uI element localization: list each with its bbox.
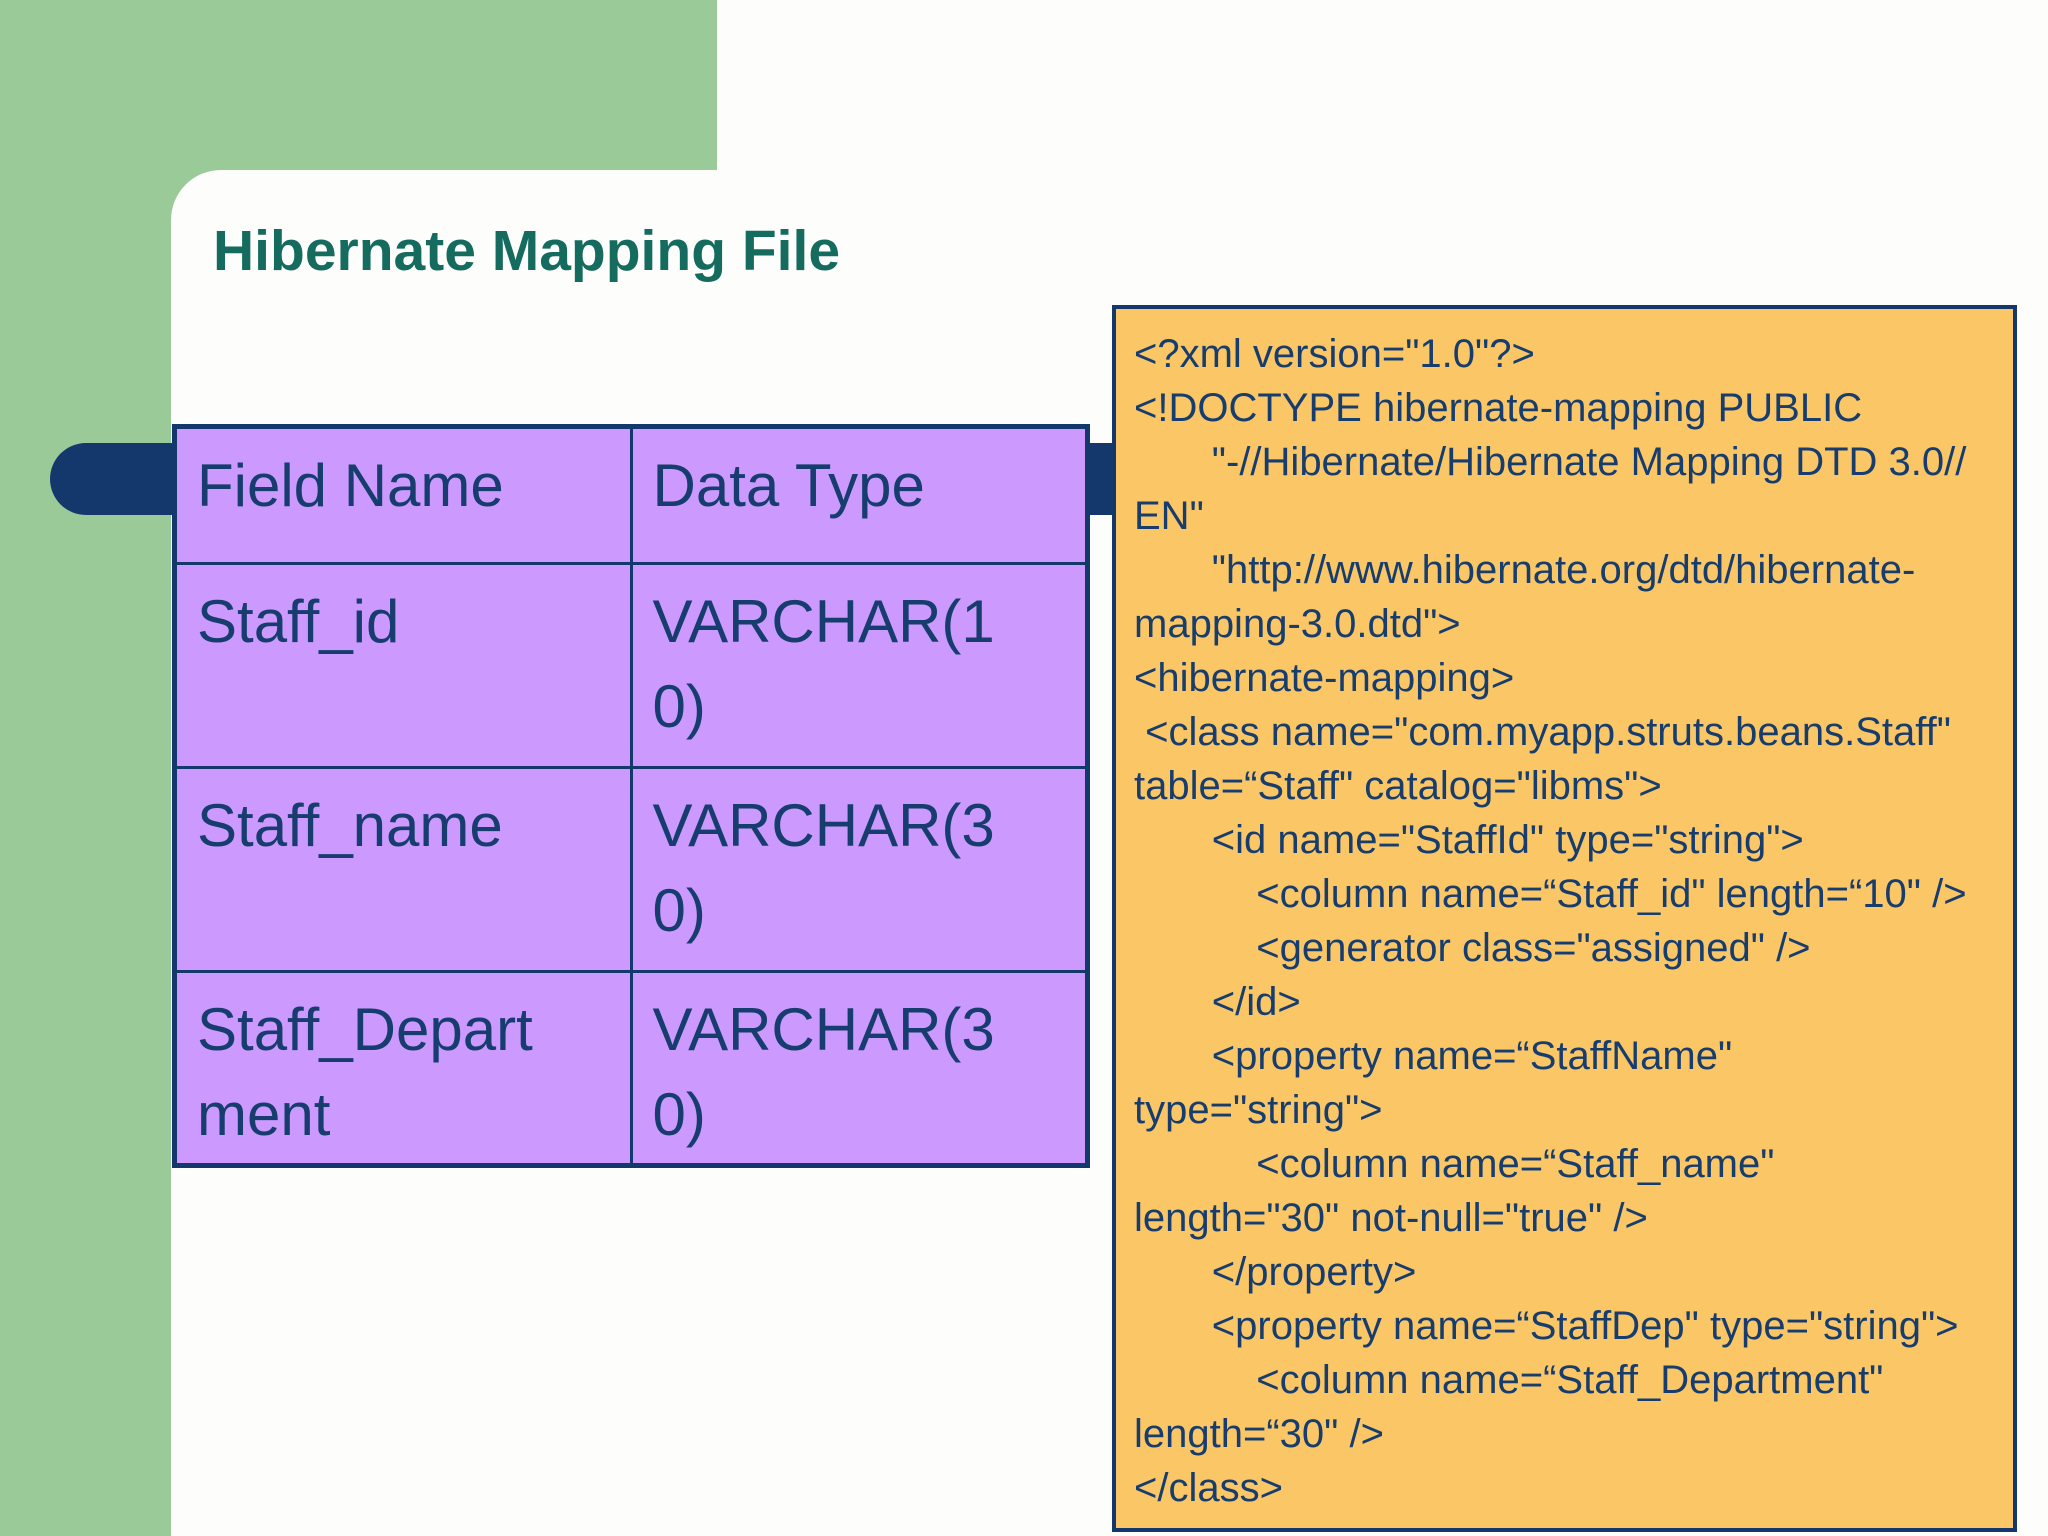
- code-line: <column name=“Staff_name": [1134, 1142, 1775, 1186]
- code-line: length="30" not-null="true" />: [1134, 1196, 1648, 1240]
- code-line: "http://www.hibernate.org/dtd/hibernate-: [1134, 548, 1916, 592]
- page-title: Hibernate Mapping File: [213, 219, 841, 283]
- table-cell-field-staff-name: Staff_name: [177, 769, 630, 970]
- code-line: <column name=“Staff_Department": [1134, 1358, 1884, 1402]
- code-line: <id name="StaffId" type="string">: [1134, 818, 1804, 862]
- field-table: Field Name Data Type Staff_id VARCHAR(1 …: [172, 424, 1090, 1168]
- code-line: </id>: [1134, 980, 1301, 1024]
- table-cell-type-staff-department: VARCHAR(3 0): [632, 973, 1085, 1163]
- table-header-data-type: Data Type: [632, 429, 1085, 562]
- table-cell-type-staff-id: VARCHAR(1 0): [632, 565, 1085, 766]
- code-panel: <?xml version="1.0"?> <!DOCTYPE hibernat…: [1112, 305, 2017, 1532]
- code-line: <property name=“StaffName": [1134, 1034, 1733, 1078]
- code-line: type="string">: [1134, 1088, 1383, 1132]
- table-cell-type-staff-name: VARCHAR(3 0): [632, 769, 1085, 970]
- code-line: <property name=“StaffDep" type="string">: [1134, 1304, 1959, 1348]
- code-line: EN": [1134, 494, 1204, 538]
- code-line: table=“Staff" catalog="libms">: [1134, 764, 1662, 808]
- code-line: <hibernate-mapping>: [1134, 656, 1515, 700]
- code-line: length=“30" />: [1134, 1412, 1384, 1456]
- table-cell-field-staff-department: Staff_Depart ment: [177, 973, 630, 1163]
- table-header-field-name: Field Name: [177, 429, 630, 562]
- green-sidebar: [0, 0, 171, 1536]
- code-line: <?xml version="1.0"?>: [1134, 332, 1535, 376]
- code-line: <column name=“Staff_id" length=“10" />: [1134, 872, 1967, 916]
- code-line: mapping-3.0.dtd">: [1134, 602, 1461, 646]
- code-line: "-//Hibernate/Hibernate Mapping DTD 3.0/…: [1134, 440, 1967, 484]
- code-line: </property>: [1134, 1250, 1417, 1294]
- code-line: <class name="com.myapp.struts.beans.Staf…: [1134, 710, 1951, 754]
- code-line: </class>: [1134, 1466, 1283, 1510]
- code-line: <!DOCTYPE hibernate-mapping PUBLIC: [1134, 386, 1863, 430]
- table-cell-field-staff-id: Staff_id: [177, 565, 630, 766]
- code-line: <generator class="assigned" />: [1134, 926, 1811, 970]
